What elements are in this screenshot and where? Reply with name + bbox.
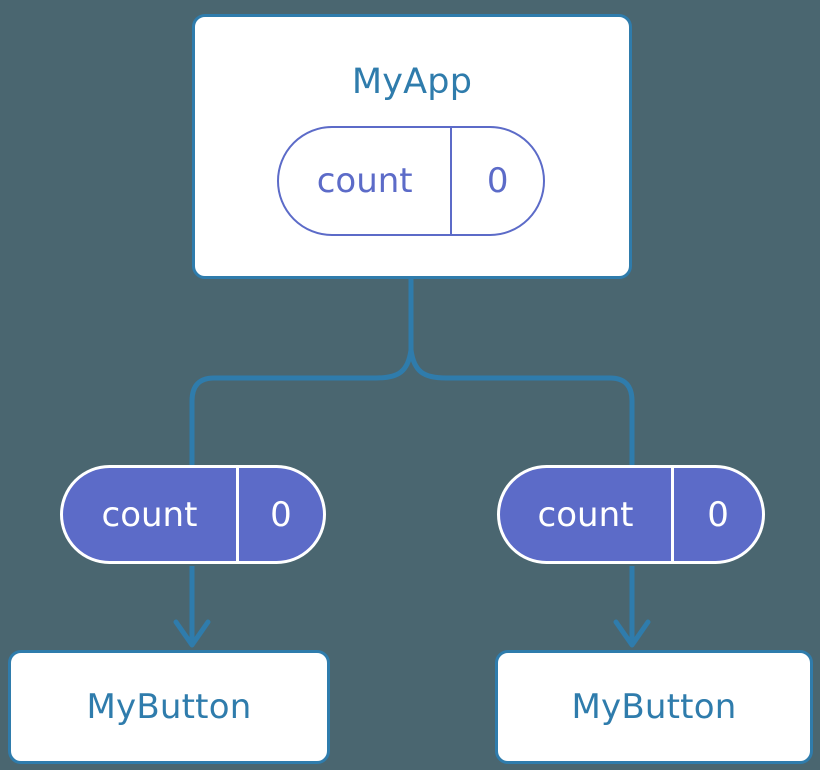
component-title-mybutton: MyButton bbox=[86, 687, 252, 727]
state-pill-myapp[interactable]: count 0 bbox=[277, 126, 545, 236]
component-node-mybutton-left[interactable]: MyButton bbox=[8, 650, 330, 764]
connector-branch-left bbox=[189, 349, 414, 470]
state-pill-key: count bbox=[537, 494, 634, 535]
connector-branch-right bbox=[408, 349, 635, 470]
state-pill-value: 0 bbox=[450, 128, 543, 234]
state-pill-child-left[interactable]: count 0 bbox=[60, 465, 326, 564]
arrow-head-left-icon bbox=[173, 619, 211, 648]
state-pill-child-right[interactable]: count 0 bbox=[497, 465, 765, 564]
arrow-head-right-icon bbox=[613, 619, 651, 648]
component-title-myapp: MyApp bbox=[351, 62, 473, 102]
component-node-mybutton-right[interactable]: MyButton bbox=[495, 650, 813, 764]
state-pill-value: 0 bbox=[671, 468, 762, 561]
state-pill-value: 0 bbox=[235, 468, 323, 561]
state-pill-key: count bbox=[101, 494, 198, 535]
component-title-mybutton: MyButton bbox=[571, 687, 737, 727]
state-pill-key: count bbox=[316, 161, 413, 201]
